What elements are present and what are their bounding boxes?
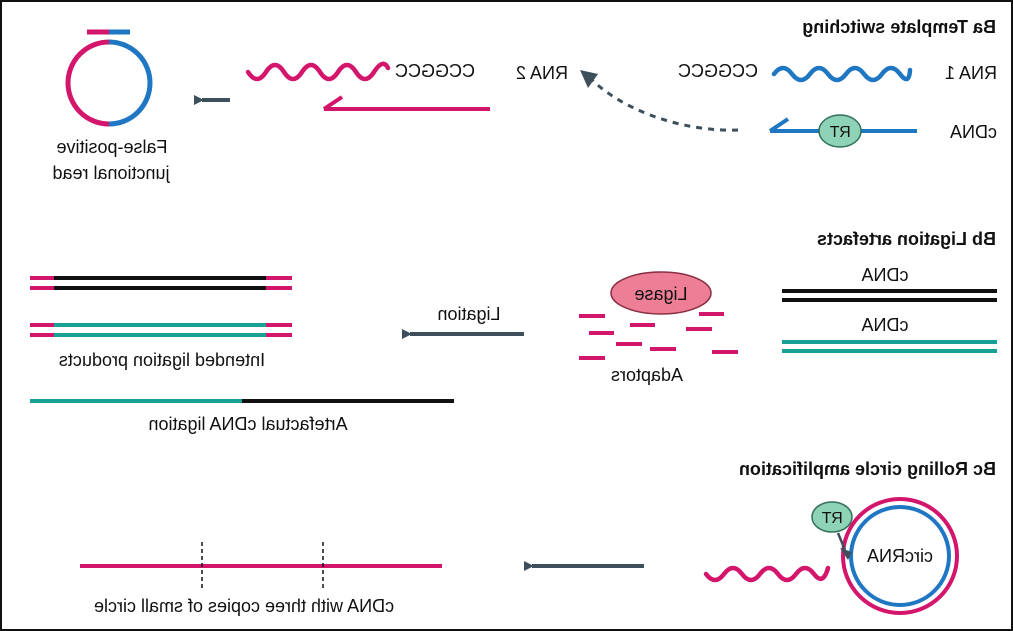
rna1-sequence: CCGGCC [678,61,758,81]
intended-products-label: Intended ligation products [59,350,265,370]
artefactual-label: Artefactual cDNA ligation [148,414,347,434]
section-ligation-artefacts: Bb Ligation artefacts cDNA cDNA Ligase A… [30,229,997,434]
rolling-outer-circle [841,497,959,615]
rna2-label: RNA 2 [516,63,568,83]
rt-label-a: RT [829,124,850,141]
rt-enzyme-a [818,114,862,148]
section-rolling-circle: Bc Rolling circle amplification circRNA … [80,459,996,616]
ligation-label: Ligation [437,304,500,324]
cdna-bottom-label: cDNA [861,315,908,335]
cdna-label-a: cDNA [950,122,997,142]
template-switch-dashed-arrow [588,76,739,132]
rt-label-c: RT [821,510,842,527]
false-positive-label-line1: False-positive [56,137,167,157]
cdna-top-label: cDNA [861,265,908,285]
rt-arrow-c-head [840,548,852,560]
dashed-arrow-head [580,70,598,88]
section-c-header: Bc Rolling circle amplification [739,459,996,479]
section-b-header: Bb Ligation artefacts [817,229,996,249]
circrna-circle [849,505,951,607]
rna2-wave [245,61,391,82]
adaptors-label: Adaptors [611,365,683,385]
circrna-label: circRNA [867,546,933,566]
false-positive-circle-blue [108,39,153,127]
section-a-header: Ba Template switching [802,17,996,37]
rna1-wave [771,65,913,83]
rt-enzyme-c [811,501,853,533]
cdna-hook-a [768,117,790,133]
rna1-label: RNA 1 [945,63,997,83]
adaptors-group [579,312,738,360]
rna2-sequence: CCGGCC [395,61,475,81]
ligase-label: Ligase [634,284,687,304]
intended-product-black [30,276,292,290]
intended-product-teal [30,323,292,337]
three-copy-label: cDNA with three copies of small circle [94,596,394,616]
rt-arrow-c [836,532,847,551]
false-positive-circle-pink [65,39,110,127]
ligase-enzyme [610,271,712,315]
cdna-hook-switched [322,95,344,111]
rolling-product-wave [703,565,831,583]
section-template-switching: Ba Template switching RNA 1 CCGGCC cDNA … [52,17,997,183]
false-positive-label-line2: junctional read [52,163,170,183]
